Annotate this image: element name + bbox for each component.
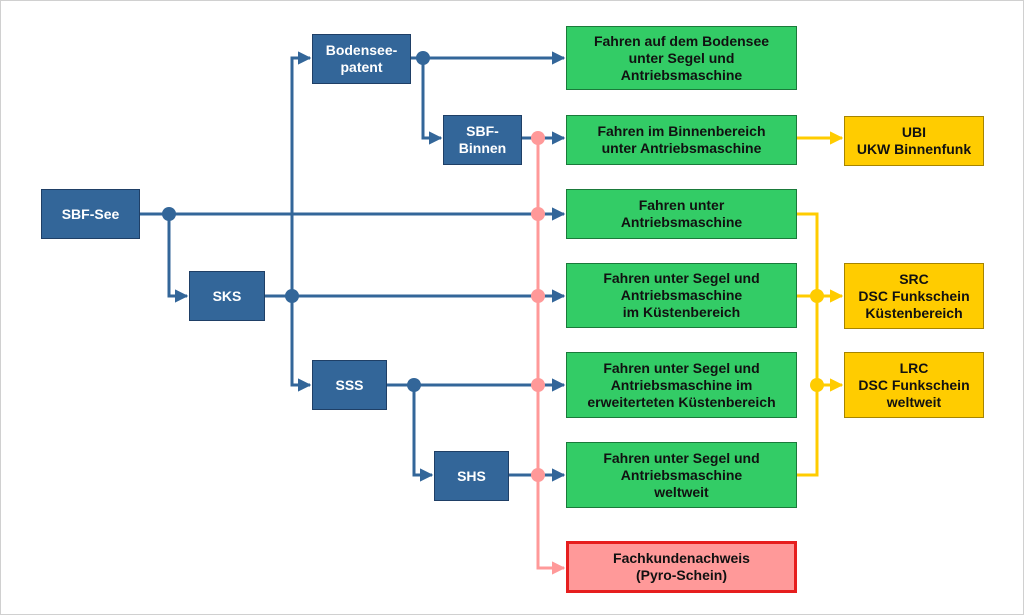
- license-sbf-see: SBF-See: [41, 189, 140, 239]
- permission-weltweit: Fahren unter Segel und Antriebsmaschine …: [566, 442, 797, 508]
- radio-src: SRC DSC Funkschein Küstenbereich: [844, 263, 984, 329]
- radio-lrc: LRC DSC Funkschein weltweit: [844, 352, 984, 418]
- yellow-junctions: [810, 289, 824, 392]
- pink-junctions: [531, 131, 545, 482]
- radio-ubi: UBI UKW Binnenfunk: [844, 116, 984, 166]
- permission-antriebsmaschine: Fahren unter Antriebsmaschine: [566, 189, 797, 239]
- license-shs: SHS: [434, 451, 509, 501]
- license-bodensee-patent: Bodensee- patent: [312, 34, 411, 84]
- permission-erweiterter-kuestenbereich: Fahren unter Segel und Antriebsmaschine …: [566, 352, 797, 418]
- permission-bodensee: Fahren auf dem Bodensee unter Segel und …: [566, 26, 797, 90]
- license-sks: SKS: [189, 271, 265, 321]
- radio-connectors: [797, 131, 844, 477]
- license-sss: SSS: [312, 360, 387, 410]
- license-sbf-binnen: SBF- Binnen: [443, 115, 522, 165]
- permission-binnen: Fahren im Binnenbereich unter Antriebsma…: [566, 115, 797, 165]
- pyro-connector: [536, 138, 566, 575]
- pyro-certificate: Fachkundenachweis (Pyro-Schein): [566, 541, 797, 593]
- permission-kuestenbereich: Fahren unter Segel und Antriebsmaschine …: [566, 263, 797, 328]
- blue-junctions: [162, 51, 430, 392]
